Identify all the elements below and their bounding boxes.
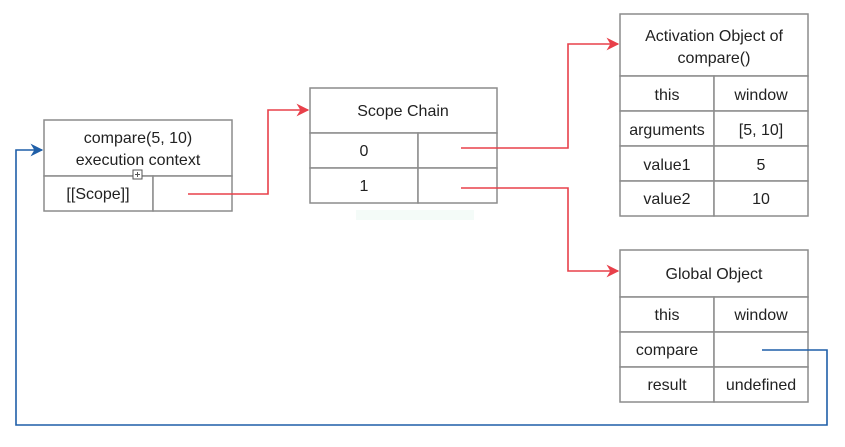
compare-to-context-arrow [15,143,828,426]
activation-row-key-cell [619,180,715,217]
scope-chain-index-0: 0 [360,143,369,160]
activation-object-box: Activation Object of compare() this wind… [619,13,809,217]
global-row-value-cell [713,366,809,403]
scope-chain-box: Scope Chain 0 1 [309,87,498,204]
activation-row-value-cell [713,110,809,147]
activation-object-header [619,13,809,77]
global-row-key: this [655,307,680,324]
global-row-key: compare [636,342,698,359]
execution-context-header [43,119,233,177]
scope-property-label: [[Scope]] [66,186,129,203]
global-row-key-cell [619,366,715,403]
scope-chain-pointer-cell-0 [417,132,498,169]
global-row-value-cell [713,331,809,368]
activation-row-value: [5, 10] [739,122,783,139]
activation-row-key: value1 [643,157,690,174]
execution-context-box: compare(5, 10) execution context [[Scope… [43,119,233,212]
resize-handle-icon [132,169,143,180]
execution-context-title-line2: execution context [76,152,201,169]
activation-row-value-cell [713,180,809,217]
global-row-value-cell [713,296,809,333]
scope-chain-pointer-cell-1 [417,167,498,204]
activation-object-title-line2: compare() [678,50,751,67]
activation-row-key-cell [619,75,715,112]
activation-row-key-cell [619,145,715,182]
watermark-strip [356,210,474,220]
activation-row-value: 10 [752,191,770,208]
activation-row-value: 5 [757,157,766,174]
global-object-box: Global Object this window compare result… [619,249,809,403]
global-row-key: result [647,377,687,394]
activation-row-value-cell [713,75,809,112]
activation-row-value: window [733,87,788,104]
activation-object-title-line1: Activation Object of [645,28,783,45]
activation-row-key: value2 [643,191,690,208]
global-row-key-cell [619,296,715,333]
scope-to-chain-arrow [188,103,310,195]
activation-row-key: arguments [629,122,705,139]
chain0-to-activation-arrow [461,37,620,149]
global-row-value: window [733,307,788,324]
global-object-title: Global Object [666,266,763,283]
chain1-to-global-arrow [461,187,620,278]
execution-context-title-line1: compare(5, 10) [84,130,193,147]
scope-chain-index-1: 1 [360,178,369,195]
activation-row-key: this [655,87,680,104]
scope-property-key-cell [43,175,154,212]
global-object-header [619,249,809,298]
scope-chain-header [309,87,498,134]
scope-chain-title: Scope Chain [357,103,449,120]
global-row-value: undefined [726,377,796,394]
global-row-key-cell [619,331,715,368]
